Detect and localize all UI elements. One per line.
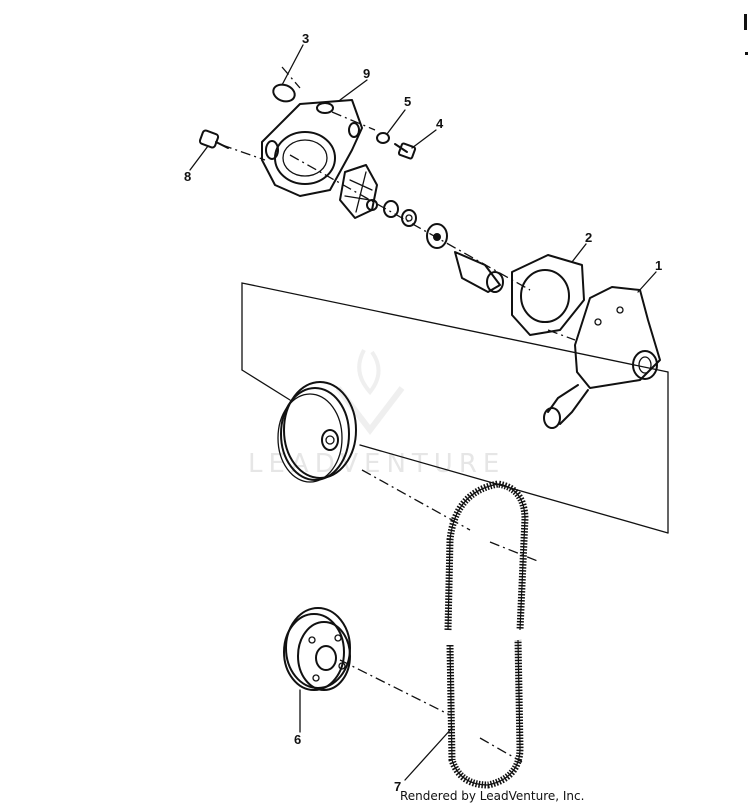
callout-9: 9: [363, 66, 370, 81]
part-oring: [272, 83, 296, 103]
callout-3: 3: [302, 31, 309, 46]
callout-2: 2: [585, 230, 592, 245]
footer-credit: Rendered by LeadVenture, Inc.: [400, 789, 585, 803]
callout-4: 4: [436, 116, 444, 131]
axis-line-plug: [221, 144, 266, 161]
axis-line-belt-lower: [479, 737, 523, 763]
edge-dot: [745, 52, 748, 55]
axis-line-washer: [331, 111, 376, 131]
callout-6: 6: [294, 732, 301, 747]
axis-line-pulley-belt: [361, 469, 471, 531]
part-plug-bolt: [198, 129, 229, 149]
edge-mark: [744, 14, 747, 30]
part-v-belt: [444, 480, 529, 789]
axis-line-oring: [281, 66, 301, 89]
part-impeller-shaft-assembly: [339, 164, 504, 293]
watermark-text: LEADVENTURE: [248, 449, 505, 479]
part-lower-pulley: [283, 607, 351, 691]
callout-5: 5: [404, 94, 411, 109]
callout-8: 8: [184, 169, 191, 184]
part-upper-pulley: [277, 381, 357, 483]
callout-1: 1: [655, 258, 662, 273]
axis-line-main-shaft: [289, 154, 531, 291]
part-gasket: [511, 254, 585, 336]
reference-plane-box: [241, 282, 669, 534]
part-washer: [376, 132, 390, 144]
part-pump-body: [543, 286, 661, 429]
callout-leaders: [189, 44, 657, 781]
axis-line-lower-pulley: [339, 659, 451, 716]
part-pump-cover: [261, 99, 363, 197]
part-bolt: [394, 142, 417, 160]
callout-labels: 3 9 5 4 8 2 1 6 7: [184, 31, 662, 794]
axis-line-belt-upper: [489, 541, 541, 563]
assembly-axis-lines: [221, 66, 576, 763]
callout-7: 7: [394, 779, 401, 794]
